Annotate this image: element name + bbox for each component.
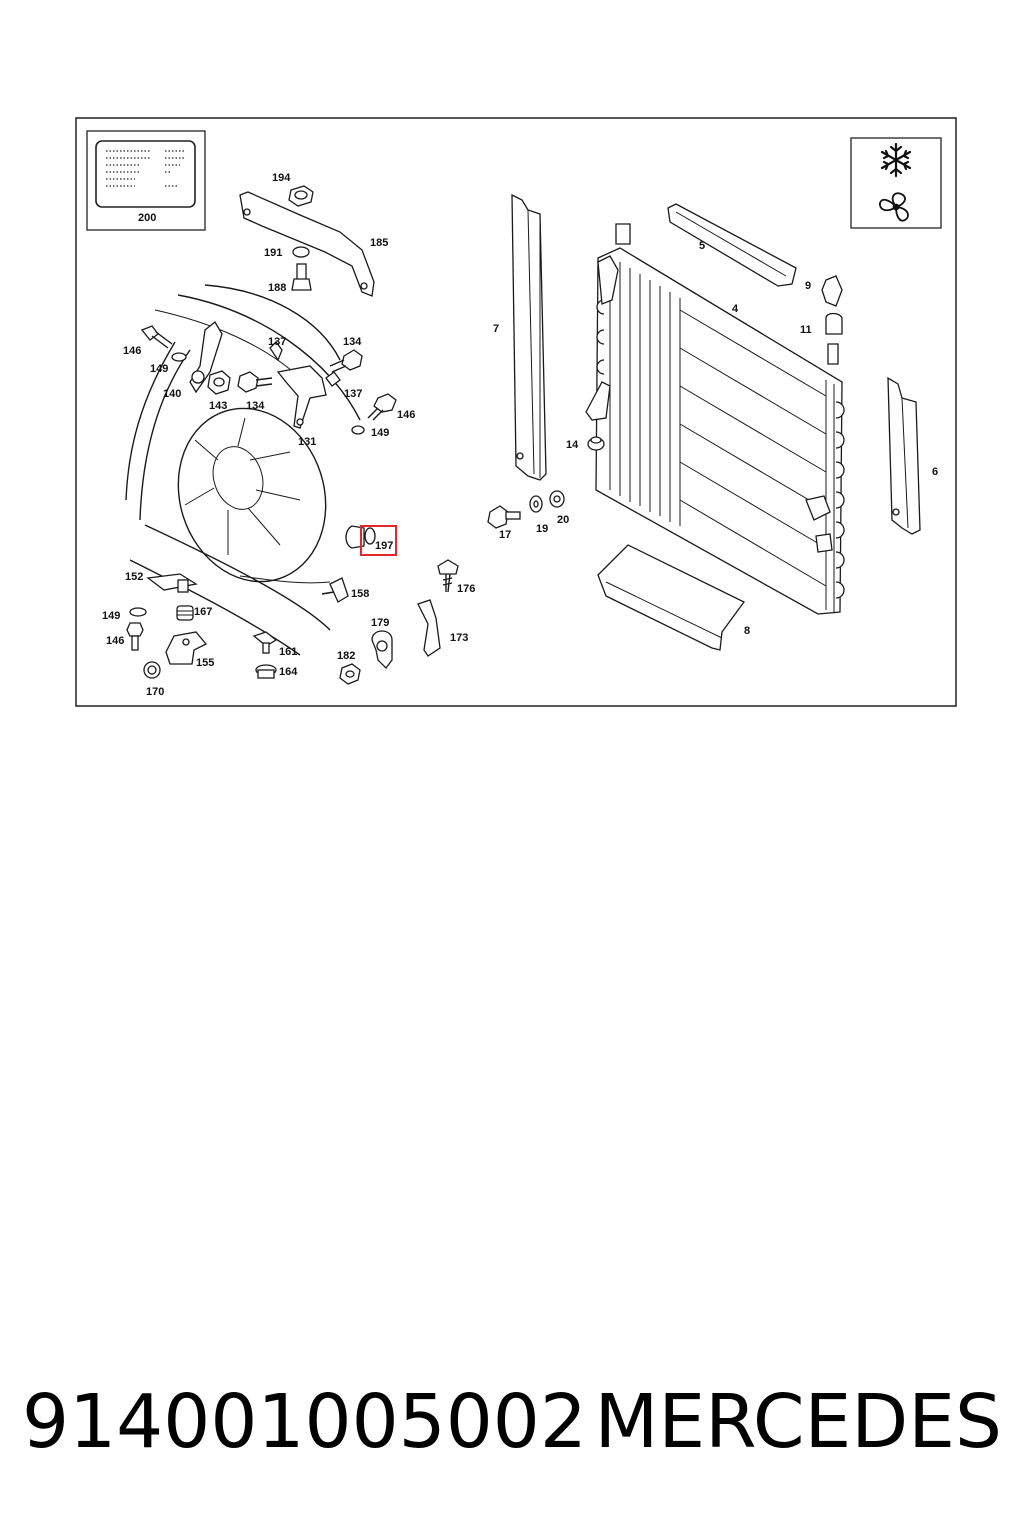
callout-146: 146	[123, 345, 141, 357]
highlight-box-197	[360, 525, 397, 556]
callout-188: 188	[268, 282, 286, 294]
hardware-bottom-left	[126, 559, 459, 685]
callout-176: 176	[457, 583, 475, 595]
callout-7: 7	[493, 323, 499, 335]
inset-label: 200	[138, 212, 156, 224]
callout-164: 164	[279, 666, 298, 678]
callout-9: 9	[805, 280, 811, 292]
callout-14: 14	[566, 439, 579, 451]
seal-strip-7	[511, 193, 547, 481]
callout-170: 170	[146, 686, 164, 698]
inset-label-box: 200	[86, 130, 206, 231]
part-number: 914001005002	[22, 1379, 587, 1465]
callout-197: 197	[375, 540, 393, 552]
callout-146: 146	[106, 635, 124, 647]
callout-8: 8	[744, 625, 750, 637]
callout-137: 137	[344, 388, 362, 400]
callout-152: 152	[125, 571, 143, 583]
callout-194: 194	[272, 172, 291, 184]
condenser-4	[585, 223, 845, 615]
seal-strip-6	[887, 376, 921, 535]
callout-146: 146	[397, 409, 415, 421]
callout-161: 161	[279, 646, 297, 658]
callout-5: 5	[699, 240, 705, 252]
callout-137: 137	[268, 336, 286, 348]
clips-9-11	[821, 275, 843, 335]
callout-191: 191	[264, 247, 282, 259]
seal-strip-5	[667, 203, 797, 287]
callout-131: 131	[298, 436, 316, 448]
fan-shroud-drawing	[125, 284, 361, 656]
symbol-box	[850, 137, 942, 229]
bracket-185	[239, 185, 375, 297]
caption-bar: 914001005002 MERCEDES	[0, 1372, 1024, 1472]
callout-labels: 194 185 191 188 146 149 137 134 140 143 …	[102, 172, 938, 698]
snowflake-icon	[880, 142, 912, 178]
callout-149: 149	[150, 363, 168, 375]
callout-140: 140	[163, 388, 181, 400]
brand-name: MERCEDES	[594, 1379, 1002, 1465]
fan-icon	[879, 192, 909, 222]
bolt-17-washers	[487, 490, 565, 529]
callout-134: 134	[246, 400, 265, 412]
callout-179: 179	[371, 617, 389, 629]
callout-4: 4	[732, 303, 739, 315]
callout-158: 158	[351, 588, 369, 600]
callout-173: 173	[450, 632, 468, 644]
callout-11: 11	[800, 324, 812, 336]
hardware-left-cluster	[140, 321, 273, 395]
callout-149: 149	[102, 610, 120, 622]
callout-6: 6	[932, 466, 938, 478]
callout-155: 155	[196, 657, 214, 669]
callout-185: 185	[370, 237, 388, 249]
callout-19: 19	[536, 523, 548, 535]
callout-20: 20	[557, 514, 569, 526]
grommet-14	[587, 436, 605, 451]
callout-134: 134	[343, 336, 362, 348]
callout-143: 143	[209, 400, 227, 412]
callout-149: 149	[371, 427, 389, 439]
callout-17: 17	[499, 529, 511, 541]
callout-182: 182	[337, 650, 355, 662]
parts-diagram: 200	[75, 117, 957, 707]
seal-strip-8	[597, 544, 745, 651]
callout-167: 167	[194, 606, 212, 618]
bracket-131	[269, 341, 397, 435]
